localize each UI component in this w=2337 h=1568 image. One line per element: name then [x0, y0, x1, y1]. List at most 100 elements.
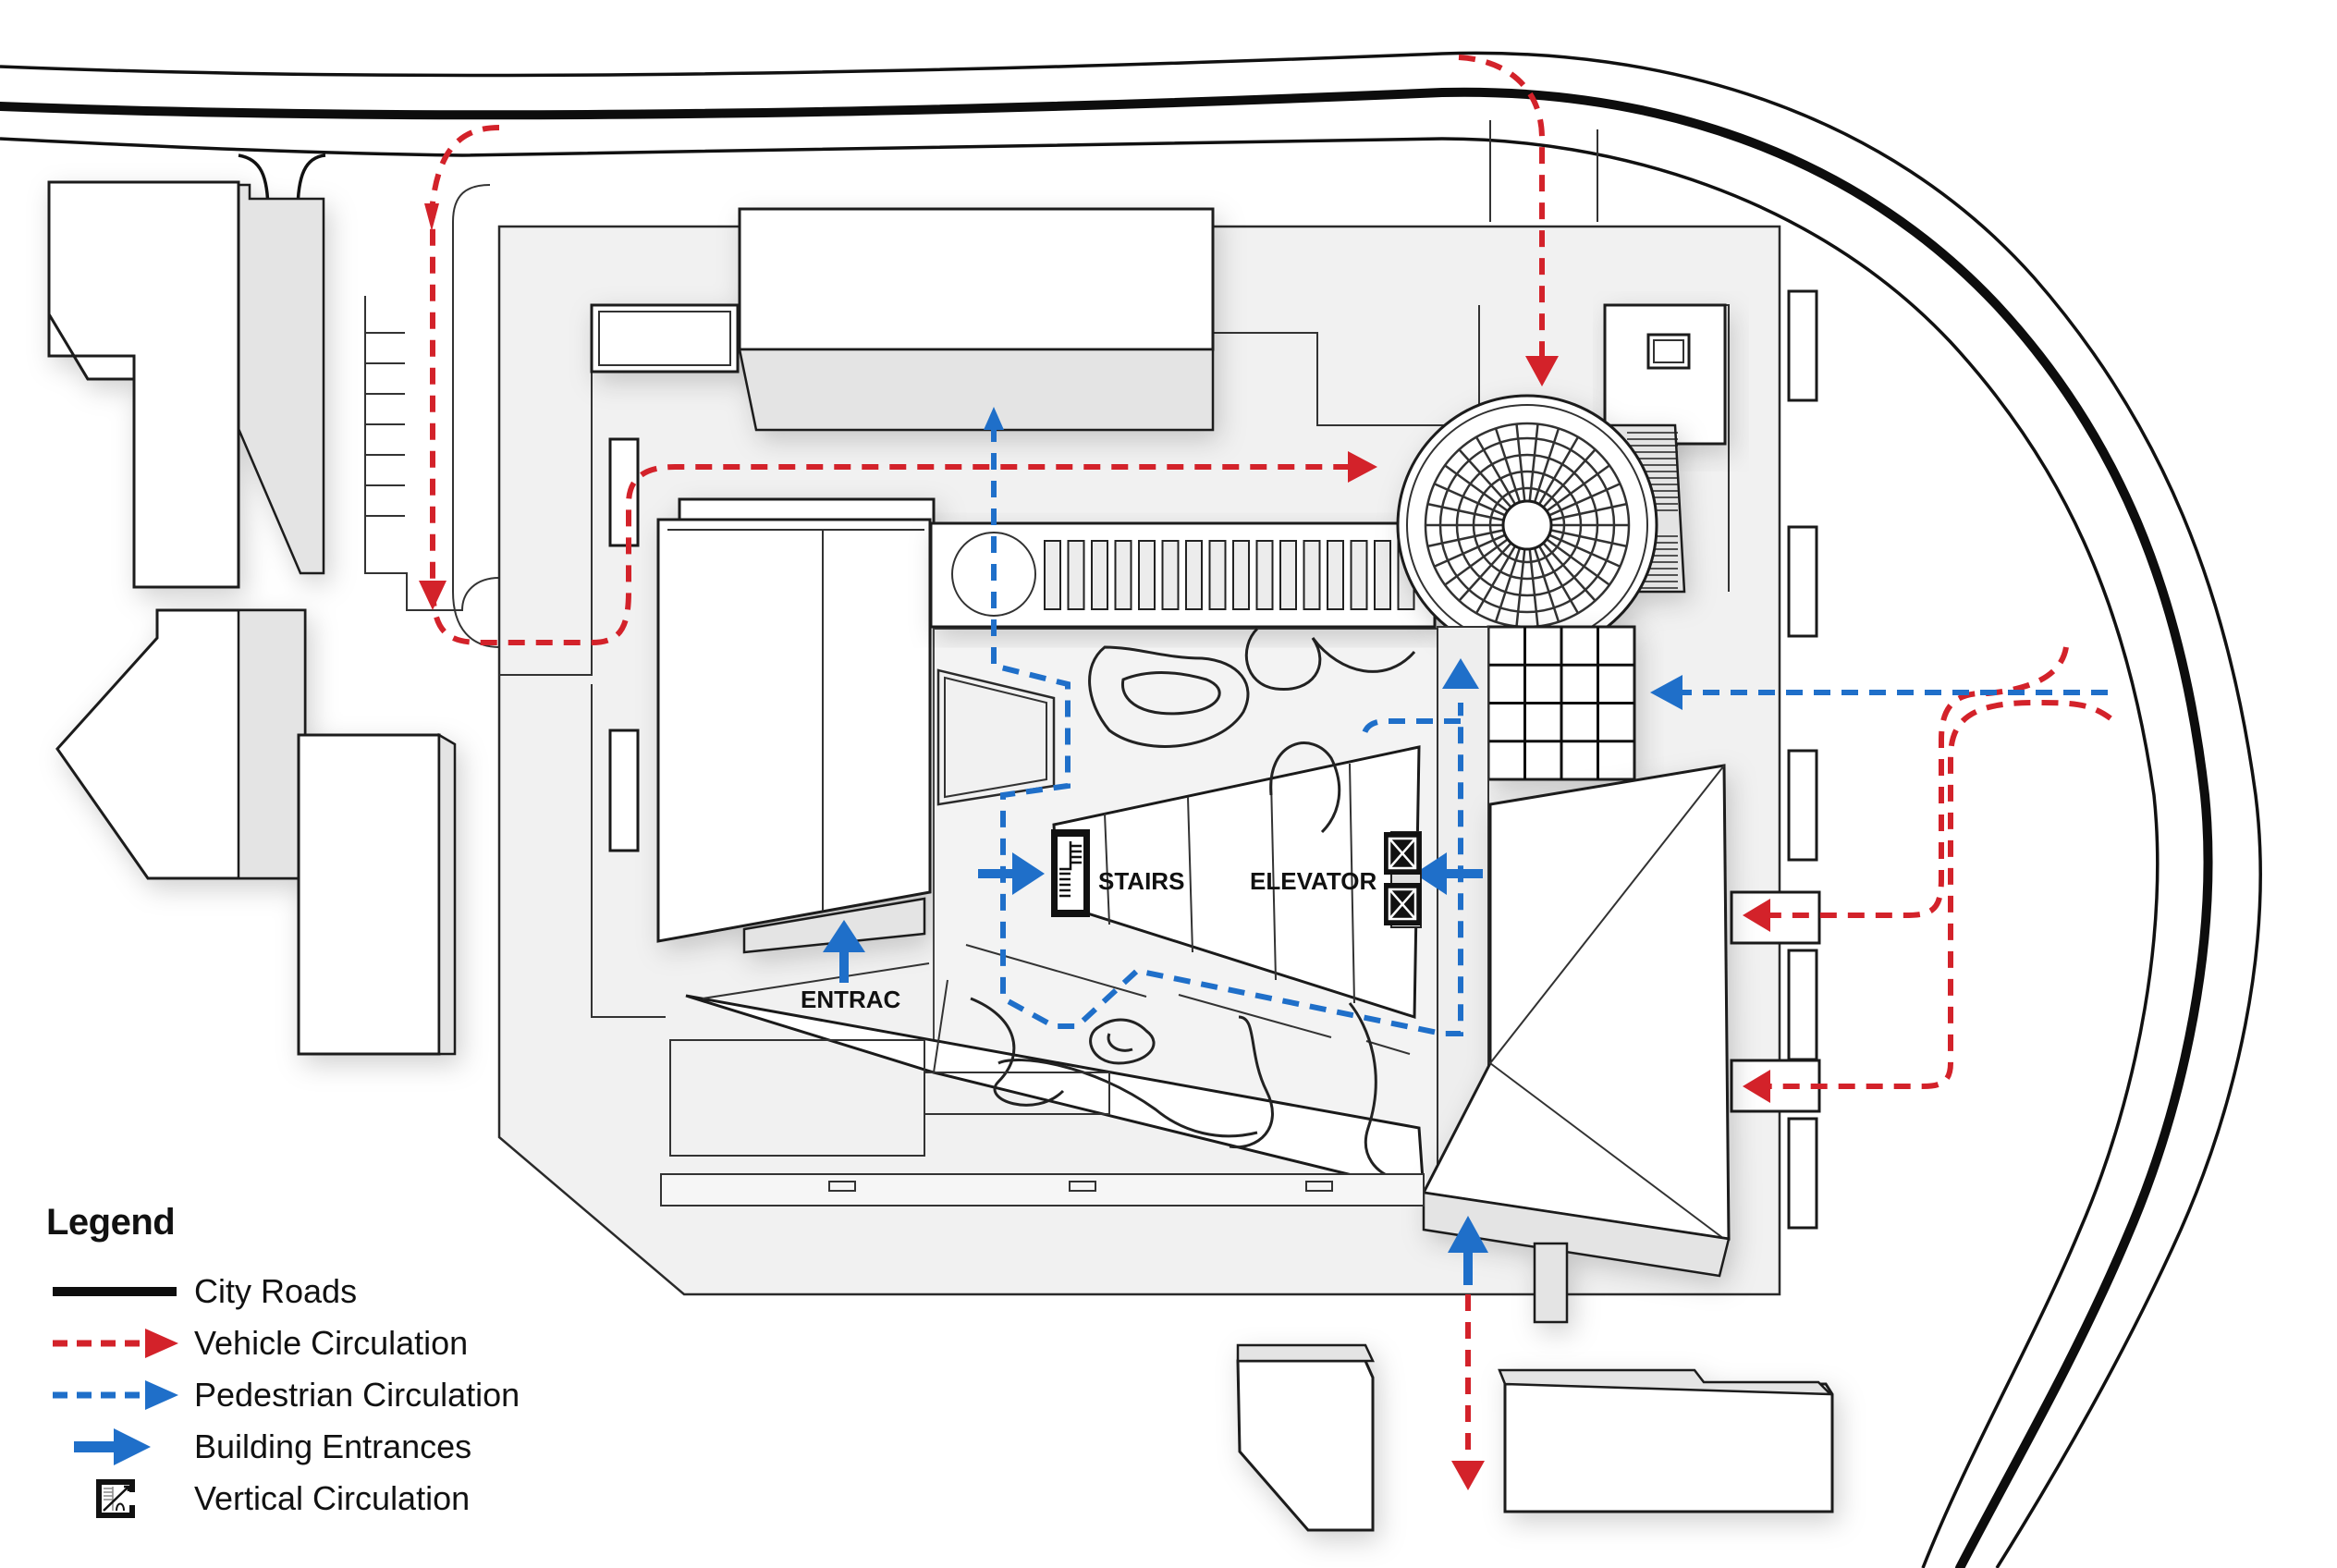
legend-label: City Roads: [194, 1272, 358, 1310]
parking-curb: [452, 184, 500, 680]
neighbor-buildings-west: [47, 180, 457, 1056]
louver: [1091, 540, 1108, 610]
vehicle-arrowhead: [1348, 451, 1377, 483]
legend-item-pedestrian-circulation: Pedestrian Circulation: [46, 1369, 520, 1421]
inner-terrace-west: [591, 684, 666, 1018]
pedestrian-arrow-icon: [46, 1377, 185, 1414]
lattice-rib: [1444, 464, 1509, 512]
entrance-arrow-stairs: [978, 852, 1045, 895]
parking-stalls: [365, 332, 405, 517]
lattice-rib: [1494, 427, 1522, 503]
legend: Legend City Roads Vehicle Circulation Pe…: [46, 1202, 520, 1525]
landscape-features: [970, 627, 1416, 1181]
vehicle-routes: [419, 55, 2112, 1490]
vehicle-route-north-west: [430, 125, 1350, 645]
louver: [1208, 540, 1227, 610]
service-lane: [1489, 120, 1598, 222]
north-building: [590, 207, 1215, 432]
lattice-rib: [1533, 427, 1560, 503]
pedestrian-arrowhead: [1442, 658, 1479, 689]
louver: [1279, 540, 1297, 610]
lattice-rib: [1550, 529, 1627, 548]
lattice-rib: [1533, 547, 1560, 623]
stairs-core: STAIRS: [1051, 829, 1184, 917]
entrance-arrow-icon: [46, 1428, 185, 1465]
inner-terrace-north: [499, 351, 593, 676]
neighbor-building-s1: [1236, 1359, 1375, 1532]
vehicle-arrowhead: [419, 581, 447, 610]
vehicle-arrowhead: [1525, 356, 1559, 386]
louver: [1067, 540, 1085, 610]
rotunda: [1396, 394, 1686, 656]
louver: [1350, 540, 1368, 610]
northeast-annex: [1603, 303, 1727, 446]
parking-edge: [364, 296, 500, 611]
north-building-roof: [738, 207, 1215, 351]
north-building-facade: [738, 348, 1215, 432]
rotunda-lattice: [1424, 422, 1631, 629]
pedestrian-route-inner: [1361, 718, 1461, 741]
west-central-roof: [656, 518, 932, 943]
louver: [1327, 540, 1344, 610]
louver: [1161, 540, 1180, 610]
legend-item-building-entrances: Building Entrances: [46, 1421, 520, 1473]
road-outer-edge: [0, 51, 2262, 1568]
vehicle-arrowhead: [1451, 1461, 1485, 1490]
vehicle-arrow-icon: [46, 1325, 185, 1362]
entrance-arrow-elevator: [1414, 852, 1483, 895]
louver: [1255, 540, 1274, 610]
neighbor-building-s2: [1503, 1382, 1834, 1513]
louver: [1138, 540, 1156, 610]
legend-label: Vehicle Circulation: [194, 1324, 469, 1362]
pedestrian-arrowhead: [1650, 675, 1682, 710]
neighbor-building-sw: [297, 733, 441, 1056]
north-pavilion: [929, 521, 1437, 629]
legend-label: Vertical Circulation: [194, 1479, 471, 1517]
road-centerline: [0, 87, 2213, 1568]
entrance-label: ENTRAC: [801, 986, 901, 1013]
legend-label: Pedestrian Circulation: [194, 1376, 520, 1414]
stairs-label: STAIRS: [1098, 867, 1184, 895]
louver: [1185, 540, 1203, 610]
louver: [1232, 540, 1250, 610]
vehicle-arrowhead: [1743, 899, 1770, 932]
neighbor-building-nw: [47, 180, 240, 589]
lattice-rib: [1458, 448, 1512, 508]
lattice-rib: [1494, 547, 1522, 623]
pavilion-louvers: [1044, 540, 1415, 610]
lattice-rib: [1548, 483, 1621, 517]
louver: [1114, 540, 1132, 610]
neighbor-building-nw-base: [47, 309, 136, 381]
louver: [1044, 540, 1061, 610]
lattice-rib: [1434, 533, 1506, 568]
legend-title: Legend: [46, 1202, 176, 1243]
louver: [1303, 540, 1321, 610]
pedestrian-routes: [984, 407, 2108, 1036]
lattice-rib: [1444, 538, 1509, 586]
lattice-rib: [1458, 542, 1512, 602]
lattice-rib: [1528, 423, 1539, 502]
west-central-building: [656, 497, 936, 954]
lattice-rib: [1427, 502, 1504, 521]
wedge-building: [1421, 764, 1731, 1324]
vehicle-arrowhead: [424, 203, 439, 231]
vehicle-route-east-1: [1766, 646, 2069, 918]
lattice-rib: [1515, 548, 1526, 627]
vehicle-arrowhead: [1743, 1070, 1770, 1103]
elevator-label: ELEVATOR: [1250, 867, 1377, 895]
legend-item-city-roads: City Roads: [46, 1266, 520, 1317]
legend-label: Building Entrances: [194, 1427, 472, 1465]
entrance-arrow-south: [1448, 1216, 1488, 1285]
lattice-rib: [1550, 502, 1627, 521]
pedestrian-arrowhead: [984, 407, 1004, 430]
road-inner-edge: [0, 137, 2160, 1568]
lattice-rib: [1548, 533, 1621, 568]
rotunda-oculus: [1501, 499, 1553, 551]
entrance-arrow-west: [823, 920, 865, 983]
elevator-core: ELEVATOR: [1250, 831, 1422, 928]
vehicle-route-east-2: [1766, 699, 2112, 1089]
city-road: [0, 51, 2262, 1568]
legend-item-vehicle-circulation: Vehicle Circulation: [46, 1317, 520, 1369]
lattice-rib: [1515, 423, 1526, 502]
lattice-rib: [1474, 436, 1517, 506]
